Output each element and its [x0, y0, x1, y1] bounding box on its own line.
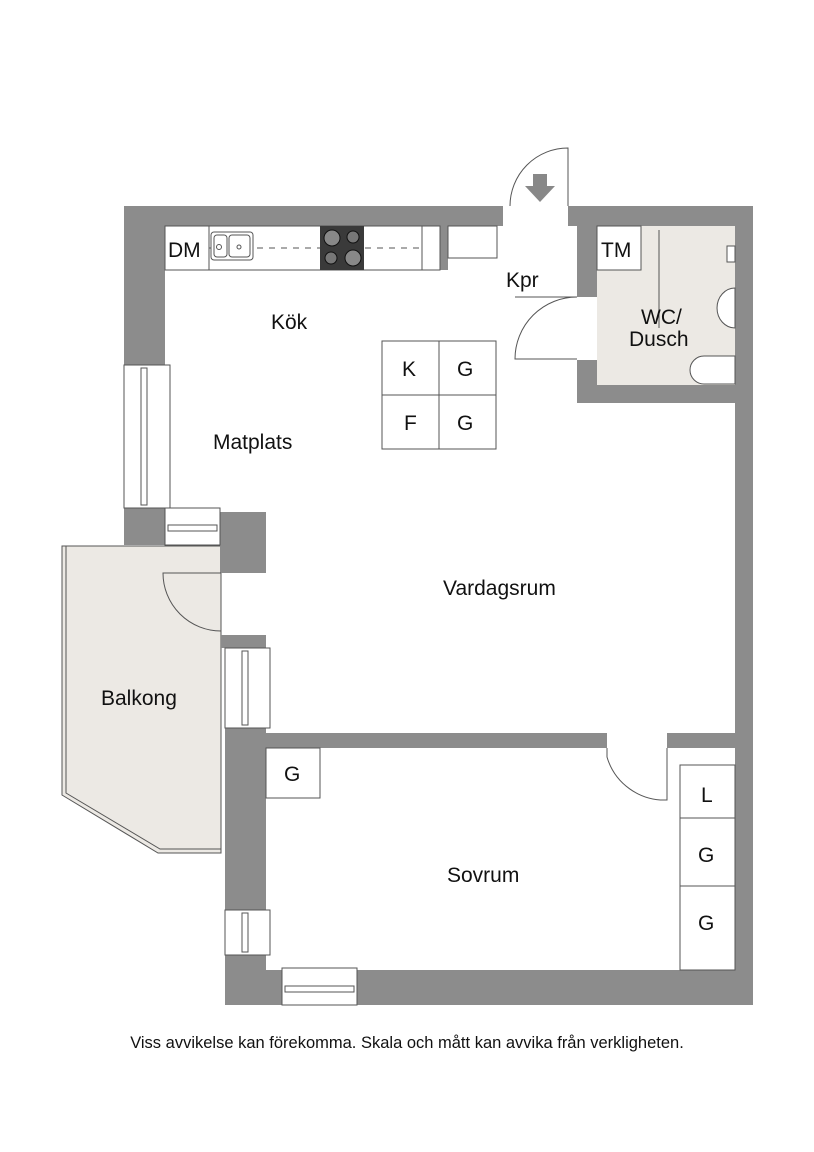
windows: [123, 364, 358, 1006]
room-label-bathroom-2: Dusch: [629, 328, 689, 351]
disclaimer: Viss avvikelse kan förekomma. Skala och …: [130, 1034, 684, 1052]
closet-label: L: [701, 784, 713, 807]
closet-label: G: [698, 912, 714, 935]
doors: [162, 147, 668, 801]
storage-label: G: [457, 358, 473, 381]
room-label-bedroom: Sovrum: [447, 864, 519, 887]
room-label-hall: Kpr: [506, 269, 539, 292]
storage-label: F: [404, 412, 417, 435]
kitchen-counter: [164, 225, 498, 271]
storage-label: G: [457, 412, 473, 435]
entrance-arrow-icon: [525, 174, 555, 202]
storage-label: K: [402, 358, 416, 381]
closet-label: G: [698, 844, 714, 867]
bathroom-fixtures: [596, 225, 736, 385]
kitchen-storage: [381, 340, 497, 450]
room-label-bathroom: WC/: [641, 306, 682, 329]
washing-machine-label: TM: [601, 239, 631, 262]
stove-icon: [320, 226, 364, 270]
bedroom-closets: [265, 747, 736, 971]
walls: [124, 206, 753, 1005]
sink-icon: [210, 231, 254, 261]
dishwasher-label: DM: [168, 239, 201, 262]
room-label-kitchen: Kök: [271, 311, 308, 334]
balcony: [61, 545, 222, 854]
closet-label: G: [284, 763, 300, 786]
room-label-living: Vardagsrum: [443, 577, 556, 600]
room-label-balcony: Balkong: [101, 687, 177, 710]
room-label-dining: Matplats: [213, 431, 292, 454]
